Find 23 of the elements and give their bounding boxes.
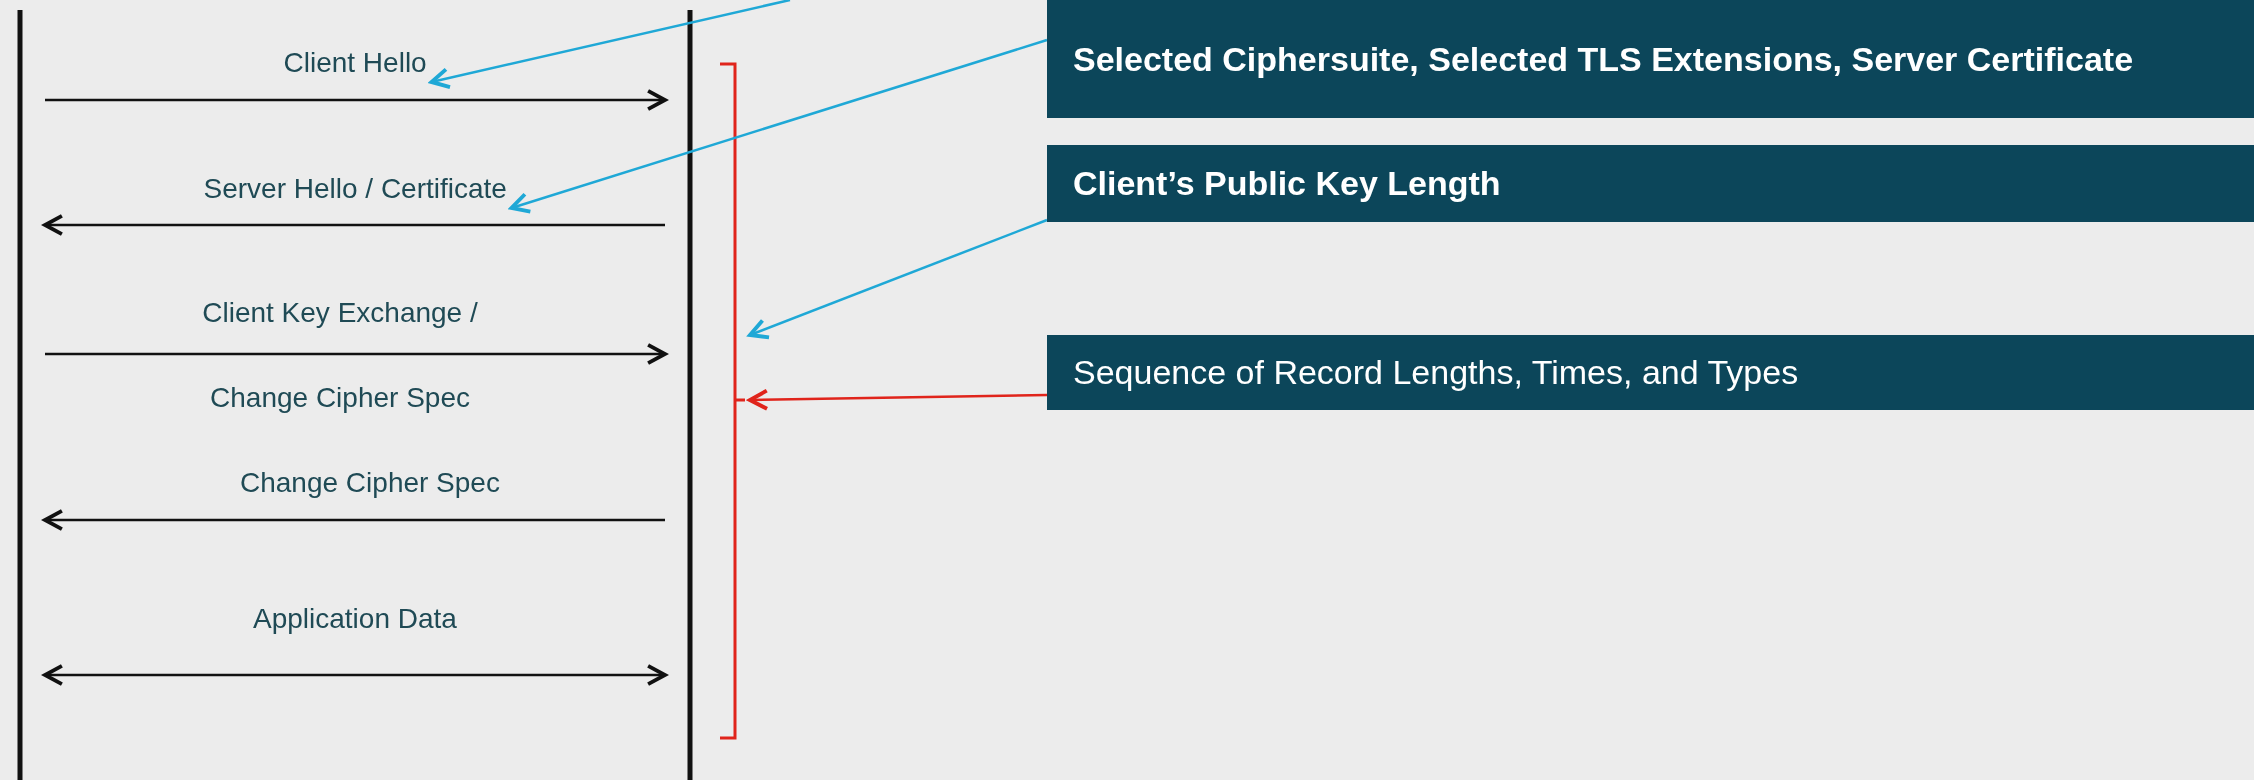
box-text: Sequence of Record Lengths, Times, and Types [1073, 352, 1799, 394]
pointer-arrow [748, 388, 1047, 411]
pointer-arrow [509, 38, 1048, 214]
lifeline [687, 10, 693, 780]
message-label: Change Cipher Spec [240, 466, 500, 500]
box-text: Client’s Public Key Length [1073, 163, 1501, 205]
annotation-box [1047, 335, 2254, 410]
pointer-arrow [429, 0, 791, 90]
bracket [718, 62, 747, 740]
lifeline [17, 10, 23, 780]
message-arrow [45, 88, 667, 112]
message-label: Application Data [253, 602, 457, 636]
annotation-box [1047, 145, 2254, 222]
pointer-arrow [748, 218, 1048, 340]
message-arrow [43, 213, 665, 237]
message-label: Server Hello / Certificate [203, 172, 507, 206]
message-arrow [45, 342, 667, 366]
message-arrow [43, 663, 667, 687]
message-arrow [43, 508, 665, 532]
message-label: Client Hello [283, 46, 427, 80]
message-label: Client Key Exchange / Change Cipher Spec [180, 270, 500, 440]
box-text: Selected Ciphersuite, Selected TLS Extensions, Server Certificate [1073, 38, 2134, 80]
annotation-box [1047, 0, 2254, 118]
